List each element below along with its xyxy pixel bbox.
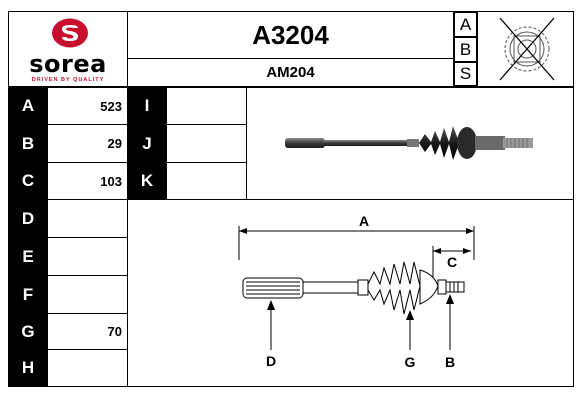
part-number: A3204 xyxy=(127,11,454,59)
dim-label-b: B xyxy=(8,124,48,163)
abs-symbol-cell xyxy=(477,11,574,87)
dim-label-e: E xyxy=(8,237,48,276)
dim-label-f: F xyxy=(8,275,48,314)
dim-label-d: D xyxy=(8,199,48,238)
dim-value-h xyxy=(47,349,128,387)
abs-column: A B S xyxy=(453,11,478,87)
diagram-label-c: C xyxy=(447,254,457,270)
dim-value-e xyxy=(47,237,128,276)
diagram-label-b: B xyxy=(445,354,455,370)
dim-value-k xyxy=(166,162,247,200)
dim-label-h: H xyxy=(8,349,48,387)
dim-value-g: 70 xyxy=(47,313,128,350)
diagram-label-d: D xyxy=(266,353,276,369)
shaft-diagram: A C D G B xyxy=(238,213,475,370)
brand-tagline: DRIVEN BY QUALITY xyxy=(31,77,105,83)
diagram-label-g: G xyxy=(405,354,416,370)
sub-code: AM204 xyxy=(127,58,454,87)
dim-value-c: 103 xyxy=(47,162,128,200)
drive-shaft-photo-icon xyxy=(285,126,533,160)
dim-label-k: K xyxy=(127,162,167,200)
dim-value-i xyxy=(166,87,247,125)
sorea-logo-icon xyxy=(52,18,88,48)
logo-cell: sorea DRIVEN BY QUALITY xyxy=(8,11,128,87)
dim-value-b: 29 xyxy=(47,124,128,163)
diagram-label-a: A xyxy=(359,213,369,229)
dim-value-f xyxy=(47,275,128,314)
dim-label-j: J xyxy=(127,124,167,163)
dim-value-a: 523 xyxy=(47,87,128,125)
product-photo-cell xyxy=(246,87,574,200)
dim-label-i: I xyxy=(127,87,167,125)
dim-value-d xyxy=(47,199,128,238)
dim-value-j xyxy=(166,124,247,163)
dim-label-a: A xyxy=(8,87,48,125)
abs-letter-b: B xyxy=(455,38,476,61)
abs-letter-s: S xyxy=(455,63,476,85)
dim-label-c: C xyxy=(8,162,48,200)
dim-label-g: G xyxy=(8,313,48,350)
technical-diagram-cell: A C D G B xyxy=(127,199,574,387)
brand-name: sorea xyxy=(29,50,107,78)
abs-sensor-crossed-icon xyxy=(499,17,555,81)
abs-letter-a: A xyxy=(455,13,476,36)
